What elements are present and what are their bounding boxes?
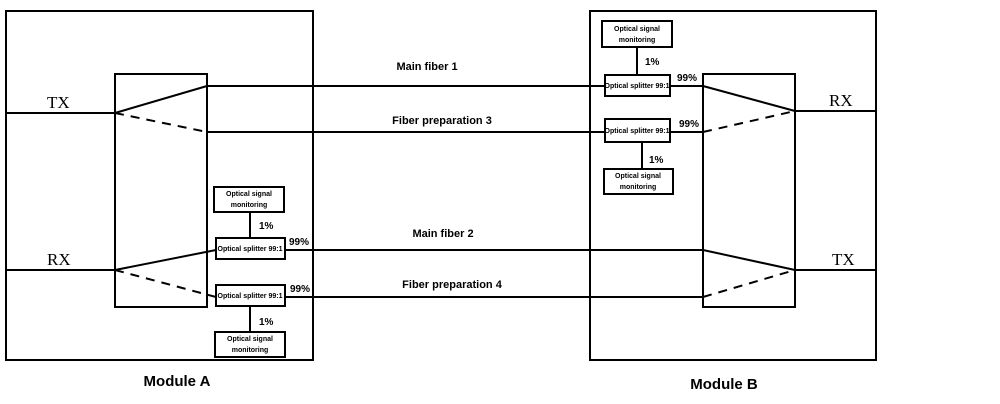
module-a-tx-switch-solid: [114, 85, 208, 114]
module-b-rx-label: RX: [829, 91, 853, 110]
monitor-label-line1: Optical signal: [615, 173, 661, 180]
module-a-tx-label: TX: [47, 93, 70, 112]
pct-1-label: 1%: [649, 155, 664, 166]
module-b-rx-switch-dashed: [702, 110, 796, 133]
module-b-tx-switch-solid: [702, 249, 796, 271]
pct-1-label: 1%: [645, 57, 660, 68]
module-a-switch-box: [114, 73, 208, 308]
module-a-rx-label: RX: [47, 250, 71, 269]
main-fiber-1-label: Main fiber 1: [396, 61, 457, 73]
fiber-prep-3-label: Fiber preparation 3: [392, 115, 492, 127]
splitter-label: Optical splitter 99:1: [605, 83, 670, 90]
module-b-tx-label: TX: [832, 250, 855, 269]
splitter-label: Optical splitter 99:1: [218, 246, 283, 253]
module-b-tx-switch-dashed: [702, 269, 796, 298]
module-b-splitter-prep3: [604, 118, 671, 143]
module-a-tx-switch-dashed: [114, 112, 208, 133]
module-a-box: [5, 10, 314, 361]
monitor-label-line1: Optical signal: [227, 336, 273, 343]
module-a-monitor-prep4: [214, 331, 286, 358]
module-a-monitor-main2: [213, 186, 285, 213]
module-a-rx-switch-dashed: [114, 269, 217, 298]
module-a-title: Module A: [144, 373, 211, 390]
fiber-prep-4-label: Fiber preparation 4: [402, 279, 503, 291]
pct-99-label: 99%: [290, 284, 310, 295]
splitter-label: Optical splitter 99:1: [605, 128, 670, 135]
pct-1-label: 1%: [259, 317, 274, 328]
splitter-label: Optical splitter 99:1: [218, 293, 283, 300]
pct-1-label: 1%: [259, 221, 274, 232]
monitor-label-line1: Optical signal: [614, 26, 660, 33]
pct-99-label: 99%: [289, 237, 309, 248]
pct-99-label: 99%: [679, 119, 699, 130]
pct-99-label: 99%: [677, 73, 697, 84]
module-b-monitor-prep3: [603, 168, 674, 195]
monitor-label-line2: monitoring: [620, 184, 657, 191]
monitor-label-line1: Optical signal: [226, 191, 272, 198]
monitor-label-line2: monitoring: [232, 347, 269, 354]
module-a-rx-switch-solid: [114, 249, 217, 271]
module-b-monitor-main1: [601, 20, 673, 48]
monitor-label-line2: monitoring: [619, 37, 656, 44]
module-b-switch-box: [702, 73, 796, 308]
module-b-title: Module B: [690, 376, 758, 393]
monitor-label-line2: monitoring: [231, 202, 268, 209]
main-fiber-2-label: Main fiber 2: [412, 228, 473, 240]
module-b-box: [589, 10, 877, 361]
module-b-rx-switch-solid: [702, 85, 796, 112]
